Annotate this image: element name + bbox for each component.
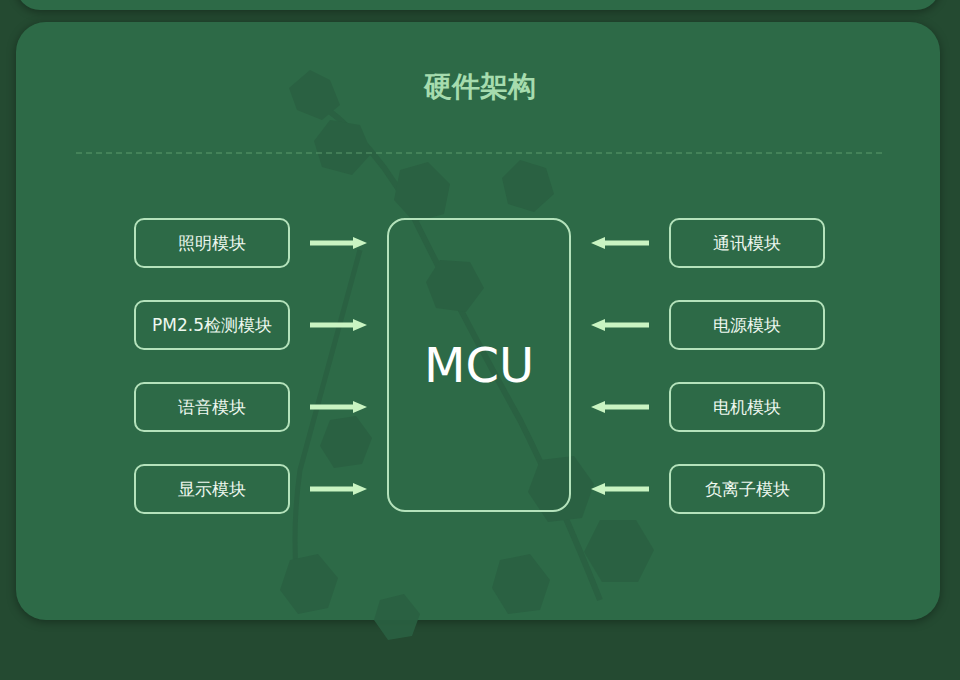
module-box: 电源模块 [669, 300, 825, 350]
module-box: 电机模块 [669, 382, 825, 432]
arrow-connector [591, 319, 649, 331]
node-label: 语音模块 [178, 396, 246, 419]
module-box: PM2.5检测模块 [134, 300, 290, 350]
arrow-connector [310, 237, 367, 249]
arrow-connector [591, 237, 649, 249]
node-label: 电源模块 [713, 314, 781, 337]
node-label: MCU [424, 337, 534, 393]
module-box: 语音模块 [134, 382, 290, 432]
divider-line [76, 153, 886, 154]
module-box: 负离子模块 [669, 464, 825, 514]
arrow-connector [310, 483, 367, 495]
arrow-connector [310, 401, 367, 413]
node-label: PM2.5检测模块 [152, 314, 272, 337]
node-label: 负离子模块 [705, 478, 790, 501]
node-label: 显示模块 [178, 478, 246, 501]
module-box: 显示模块 [134, 464, 290, 514]
previous-panel [16, 0, 940, 10]
node-label: 通讯模块 [713, 232, 781, 255]
arrow-connector [310, 319, 367, 331]
mcu-box: MCU [387, 218, 571, 512]
module-box: 照明模块 [134, 218, 290, 268]
arrow-connector [591, 401, 649, 413]
diagram-title: 硬件架构 [0, 68, 960, 106]
node-label: 照明模块 [178, 232, 246, 255]
node-label: 电机模块 [713, 396, 781, 419]
vine-leaves [280, 70, 654, 640]
module-box: 通讯模块 [669, 218, 825, 268]
arrow-connector [591, 483, 649, 495]
